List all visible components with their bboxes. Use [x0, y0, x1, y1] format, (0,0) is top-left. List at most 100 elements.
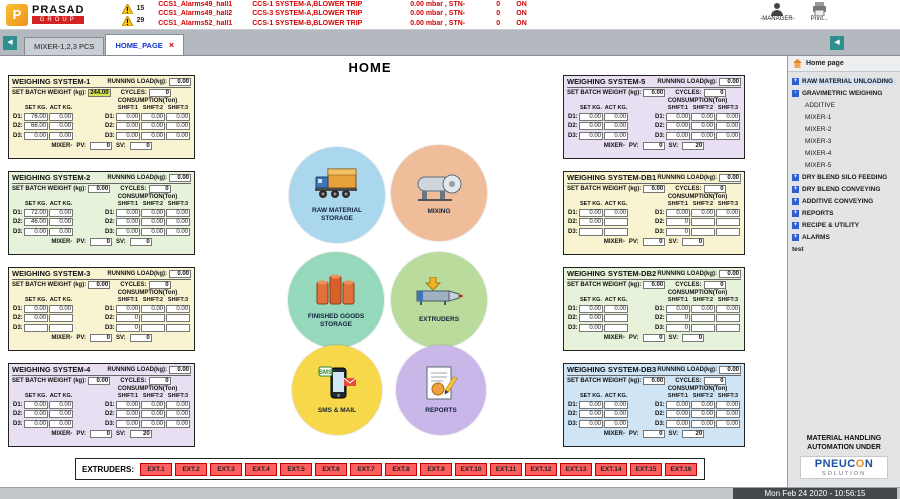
value-box[interactable]: 0 — [666, 218, 690, 226]
extruder-button-ext-3[interactable]: EXT.3 — [210, 462, 243, 476]
value-box[interactable]: 0.00 — [579, 400, 603, 409]
extruder-button-ext-12[interactable]: EXT.12 — [525, 462, 558, 476]
value-box[interactable]: 0.00 — [666, 122, 690, 130]
value-box[interactable]: 0.00 — [579, 323, 603, 332]
value-box[interactable]: 0.00 — [24, 131, 48, 140]
print-tool[interactable]: Print... — [811, 2, 828, 22]
value-box[interactable]: 0.00 — [49, 218, 73, 226]
value-box[interactable]: 0.00 — [691, 410, 715, 418]
value-box[interactable]: 0.00 — [691, 304, 715, 313]
value-box[interactable] — [166, 323, 190, 332]
extruder-button-ext-1[interactable]: EXT.1 — [140, 462, 173, 476]
value-box[interactable]: 0.00 — [666, 410, 690, 418]
value-box[interactable]: 0.00 — [141, 400, 165, 409]
expand-icon[interactable]: + — [792, 174, 799, 181]
value-box[interactable]: 0 — [642, 237, 665, 246]
value-box[interactable] — [166, 314, 190, 322]
alert-counter[interactable]: !15 — [122, 3, 144, 14]
value-box[interactable] — [691, 323, 715, 332]
value-box[interactable] — [49, 323, 73, 332]
value-box[interactable]: 244.00 — [88, 89, 111, 97]
value-box[interactable]: 0 — [129, 141, 152, 150]
sidebar-item-reports[interactable]: +REPORTS — [792, 210, 896, 217]
value-box[interactable]: 0.00 — [49, 410, 73, 418]
extruder-button-ext-8[interactable]: EXT.8 — [385, 462, 418, 476]
sidebar-item-mixer-1[interactable]: MIXER-1 — [792, 114, 896, 121]
extruder-button-ext-15[interactable]: EXT.15 — [630, 462, 663, 476]
expand-icon[interactable]: + — [792, 78, 799, 85]
value-box[interactable]: 0 — [148, 281, 171, 289]
value-box[interactable]: 0.00 — [604, 410, 628, 418]
value-box[interactable]: 0.00 — [579, 419, 603, 428]
sidebar-item-recipe-utility[interactable]: +RECIPE & UTILITY — [792, 222, 896, 229]
value-box[interactable]: 0.00 — [88, 185, 111, 193]
sidebar-item-dry-blend-silo-feeding[interactable]: +DRY BLEND SILO FEEDING — [792, 174, 896, 181]
value-box[interactable]: 0 — [129, 237, 152, 246]
extruder-button-ext-2[interactable]: EXT.2 — [175, 462, 208, 476]
sidebar-item-gravimetric-weighing[interactable]: -GRAVIMETRIC WEIGHING — [792, 90, 896, 97]
value-box[interactable]: 20 — [129, 429, 152, 438]
nav-circle-mixing[interactable]: MIXING — [391, 145, 487, 241]
value-box[interactable]: 0 — [642, 333, 665, 342]
extruder-button-ext-11[interactable]: EXT.11 — [490, 462, 523, 476]
value-box[interactable]: 0.00 — [49, 112, 73, 121]
extruder-button-ext-16[interactable]: EXT.16 — [665, 462, 698, 476]
value-box[interactable]: 0.00 — [579, 131, 603, 140]
value-box[interactable]: 0.00 — [579, 304, 603, 313]
expand-icon[interactable]: + — [792, 234, 799, 241]
value-box[interactable] — [604, 227, 628, 236]
tab-mixer-1-2-3-pcs[interactable]: MIXER-1,2,3 PCS — [24, 37, 105, 55]
value-box[interactable]: 0 — [703, 377, 726, 385]
tab-scroll-right-icon[interactable]: ◀ — [830, 36, 844, 50]
value-box[interactable]: 0.00 — [141, 410, 165, 418]
value-box[interactable] — [716, 314, 740, 322]
nav-circle-raw-material-storage[interactable]: RAW MATERIAL STORAGE — [289, 147, 385, 243]
value-box[interactable]: 0.00 — [24, 314, 48, 322]
value-box[interactable] — [716, 323, 740, 332]
value-box[interactable]: 0.00 — [116, 131, 140, 140]
expand-icon[interactable]: + — [792, 222, 799, 229]
value-box[interactable]: 0.00 — [166, 112, 190, 121]
value-box[interactable]: 0 — [90, 141, 112, 150]
value-box[interactable] — [604, 314, 628, 322]
value-box[interactable]: 0.00 — [49, 419, 73, 428]
expand-icon[interactable]: + — [792, 186, 799, 193]
value-box[interactable]: 0.00 — [716, 122, 740, 130]
value-box[interactable] — [49, 314, 73, 322]
value-box[interactable]: 0.00 — [579, 208, 603, 217]
value-box[interactable]: 0.00 — [49, 304, 73, 313]
tab-close-icon[interactable]: × — [168, 40, 175, 50]
sidebar-item-alarms[interactable]: +ALARMS — [792, 234, 896, 241]
value-box[interactable]: 0 — [90, 429, 112, 438]
value-box[interactable]: 0.00 — [166, 122, 190, 130]
value-box[interactable]: 0 — [129, 333, 152, 342]
value-box[interactable]: 0.00 — [579, 218, 603, 226]
value-box[interactable]: 46.00 — [24, 218, 48, 226]
extruder-button-ext-10[interactable]: EXT.10 — [455, 462, 488, 476]
sidebar-item-raw-material-unloading[interactable]: +RAW MATERIAL UNLOADING — [792, 78, 896, 85]
extruder-button-ext-7[interactable]: EXT.7 — [350, 462, 383, 476]
value-box[interactable]: 0.00 — [666, 304, 690, 313]
sidebar-item-mixer-5[interactable]: MIXER-5 — [792, 162, 896, 169]
value-box[interactable]: 0 — [703, 89, 726, 97]
value-box[interactable]: 0 — [642, 141, 665, 150]
value-box[interactable]: 0.00 — [716, 400, 740, 409]
value-box[interactable]: 0.00 — [604, 208, 628, 217]
value-box[interactable]: 0.00 — [579, 314, 603, 322]
value-box[interactable]: 0.00 — [141, 122, 165, 130]
value-box[interactable]: 0.00 — [719, 269, 741, 278]
value-box[interactable]: 0.00 — [604, 419, 628, 428]
value-box[interactable]: 0.00 — [643, 89, 666, 97]
extruder-button-ext-6[interactable]: EXT.6 — [315, 462, 348, 476]
value-box[interactable]: 0 — [666, 227, 690, 236]
value-box[interactable]: 0.00 — [716, 304, 740, 313]
value-box[interactable]: 0.00 — [604, 304, 628, 313]
expand-icon[interactable]: + — [792, 198, 799, 205]
value-box[interactable]: 0.00 — [169, 77, 191, 86]
tab-scroll-left-icon[interactable]: ◀ — [3, 36, 17, 50]
alert-counter[interactable]: !29 — [122, 15, 144, 26]
value-box[interactable]: 0 — [703, 185, 726, 193]
value-box[interactable] — [716, 218, 740, 226]
value-box[interactable]: 0 — [116, 323, 140, 332]
